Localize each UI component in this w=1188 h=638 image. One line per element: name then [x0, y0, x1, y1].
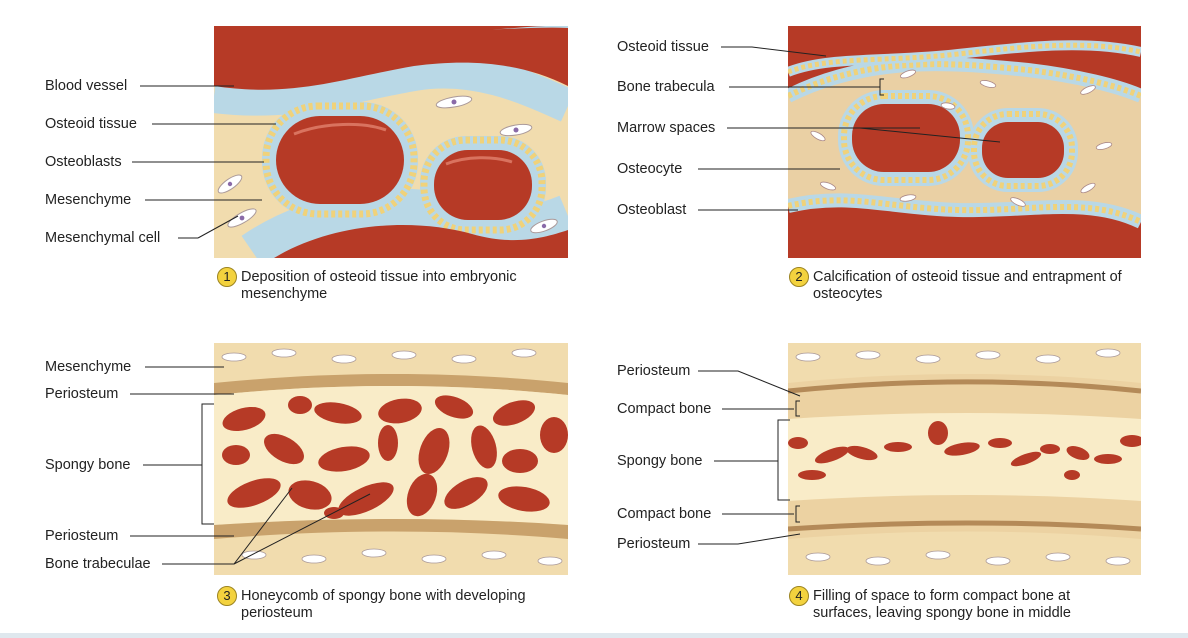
- label-osteoid-tissue-2: Osteoid tissue: [617, 39, 709, 55]
- label-periosteum-3a: Periosteum: [45, 386, 119, 402]
- caption-step-3: Honeycomb of spongy bone with developing…: [241, 588, 526, 621]
- label-osteocyte: Osteocyte: [617, 161, 683, 177]
- label-mesenchymal-cell: Mesenchymal cell: [45, 230, 161, 246]
- step-4-badge: 4: [789, 586, 809, 606]
- label-compact-bone-4b: Compact bone: [617, 506, 712, 522]
- caption-step-4: Filling of space to form compact bone at…: [813, 588, 1071, 621]
- step-1-badge: 1: [217, 267, 237, 287]
- panel-1-illustration: [214, 26, 568, 258]
- label-marrow-spaces: Marrow spaces: [617, 120, 716, 136]
- label-bone-trabecula: Bone trabecula: [617, 79, 715, 95]
- bottom-divider: [0, 633, 1188, 638]
- label-periosteum-4a: Periosteum: [617, 363, 691, 379]
- label-periosteum-3b: Periosteum: [45, 528, 119, 544]
- label-mesenchyme: Mesenchyme: [45, 192, 132, 208]
- caption-step-2: Calcification of osteoid tissue and entr…: [813, 269, 1122, 302]
- label-blood-vessel: Blood vessel: [45, 78, 128, 94]
- panel-4-illustration: [788, 343, 1141, 575]
- label-compact-bone-4a: Compact bone: [617, 401, 712, 417]
- label-osteoid-tissue: Osteoid tissue: [45, 116, 137, 132]
- step-2-badge: 2: [789, 267, 809, 287]
- label-osteoblast: Osteoblast: [617, 202, 687, 218]
- label-spongy-bone-3: Spongy bone: [45, 457, 131, 473]
- step-3-badge: 3: [217, 586, 237, 606]
- caption-step-1: Deposition of osteoid tissue into embryo…: [241, 269, 517, 302]
- panel-2-illustration: [788, 26, 1141, 258]
- label-spongy-bone-4: Spongy bone: [617, 453, 703, 469]
- panel-3-illustration: [214, 343, 568, 575]
- label-osteoblasts: Osteoblasts: [45, 154, 122, 170]
- label-periosteum-4b: Periosteum: [617, 536, 691, 552]
- label-mesenchyme-3: Mesenchyme: [45, 359, 132, 375]
- label-bone-trabeculae: Bone trabeculae: [45, 556, 151, 572]
